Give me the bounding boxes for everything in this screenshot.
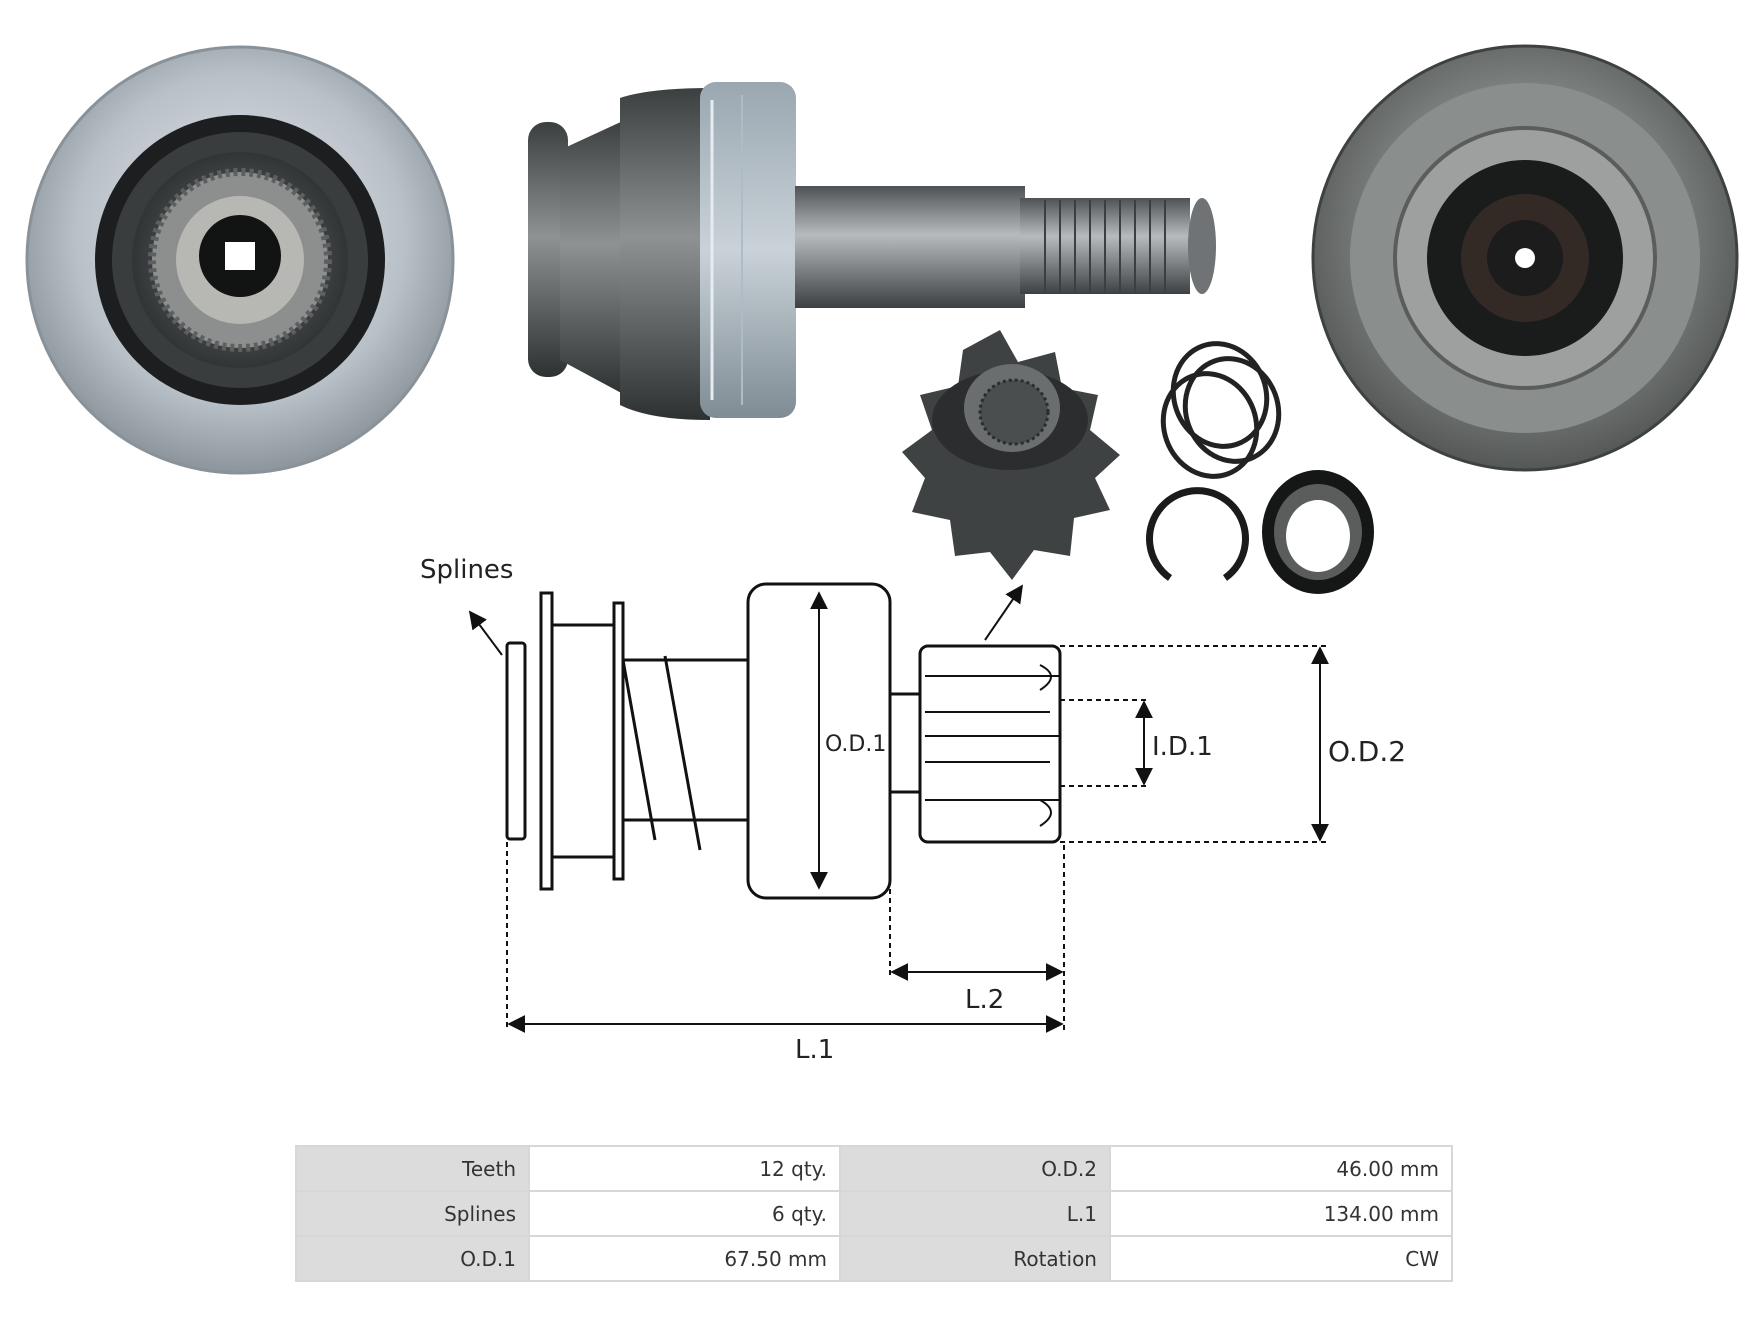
dimension-lines (468, 584, 1330, 1033)
snap-ring-photo (1146, 487, 1249, 581)
spec-value: CW (1111, 1237, 1451, 1280)
spec-key: Teeth (297, 1147, 528, 1190)
spec-value: 67.50 mm (530, 1237, 839, 1280)
spec-key: O.D.1 (297, 1237, 528, 1280)
spec-value: 12 qty. (530, 1147, 839, 1190)
spec-key: Splines (297, 1192, 528, 1235)
label-od2: O.D.2 (1328, 735, 1406, 768)
spec-value: 46.00 mm (1111, 1147, 1451, 1190)
spec-table: Teeth 12 qty. O.D.2 46.00 mm Splines 6 q… (295, 1145, 1453, 1282)
seal-ring-photo (1262, 470, 1374, 594)
spec-value: 134.00 mm (1111, 1192, 1451, 1235)
spec-value: 6 qty. (530, 1192, 839, 1235)
spec-row: O.D.1 67.50 mm Rotation CW (297, 1237, 1451, 1280)
spec-key: O.D.2 (841, 1147, 1109, 1190)
label-l1: L.1 (795, 1035, 834, 1065)
front-view-photo (25, 45, 455, 475)
spec-key: L.1 (841, 1192, 1109, 1235)
spec-key: Rotation (841, 1237, 1109, 1280)
label-id1: I.D.1 (1152, 732, 1213, 762)
technical-drawing (505, 582, 1062, 900)
spec-row: Teeth 12 qty. O.D.2 46.00 mm (297, 1147, 1451, 1190)
side-view-photo (528, 82, 1216, 420)
pinion-gear-photo (902, 330, 1120, 580)
label-splines: Splines (420, 555, 513, 585)
spec-row: Splines 6 qty. L.1 134.00 mm (297, 1192, 1451, 1235)
spring-photo (1160, 341, 1282, 479)
label-l2: L.2 (965, 985, 1004, 1015)
label-od1: O.D.1 (825, 732, 886, 757)
rear-view-photo (1311, 44, 1739, 472)
